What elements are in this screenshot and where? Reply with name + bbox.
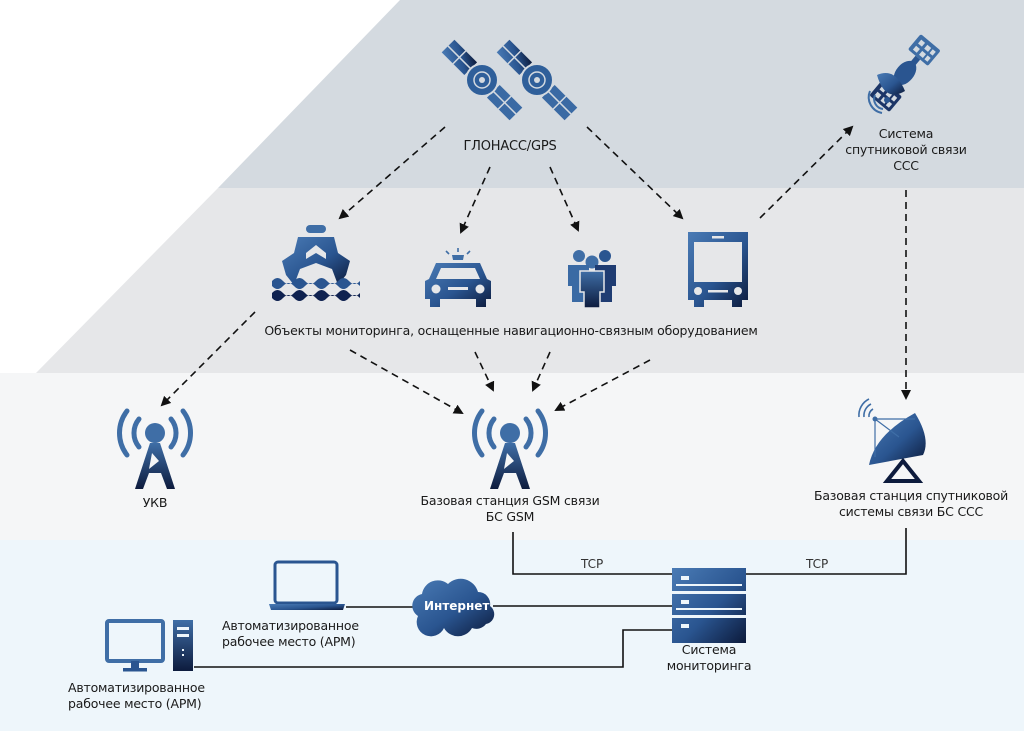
ssc-label-line-3: ССС	[893, 158, 919, 173]
people-group-icon	[568, 250, 616, 309]
arrow-objects-to-gsm-4	[554, 359, 651, 411]
arrow-bus-to-ssc	[759, 125, 854, 219]
band-satellite	[218, 0, 1024, 188]
laptop-label-line-1: Автоматизированное	[222, 618, 359, 633]
ukv-label: УКВ	[142, 495, 168, 510]
ship-icon	[272, 225, 360, 301]
gsm-label-line-1: Базовая станция GSM связи	[420, 493, 600, 508]
internet-label: Интернет	[424, 599, 490, 613]
glonass-satellite-icon	[441, 39, 578, 121]
ssc-satellite-label: Система спутниковой связи ССС	[838, 126, 974, 174]
wired-links	[194, 528, 907, 668]
ssc-label-line-2: спутниковой связи	[845, 142, 967, 157]
tcp-label-right: TCP	[806, 557, 829, 571]
arrow-objects-to-gsm-1	[349, 349, 464, 414]
desktop-computer-icon	[105, 619, 193, 672]
monitoring-objects-caption: Объекты мониторинга, оснащенные навигаци…	[264, 323, 758, 338]
gsm-tower-icon	[472, 408, 548, 489]
tcp-label-left: TCP	[581, 557, 604, 571]
laptop-label-line-2: рабочее место (АРМ)	[222, 634, 356, 649]
arrow-glonass-to-bus	[586, 126, 684, 220]
ssc-base-station-label: Базовая станция спутниковой системы связ…	[798, 488, 1024, 520]
desktop-label: Автоматизированное рабочее место (АРМ)	[68, 680, 238, 712]
internet-cloud-icon	[412, 578, 495, 637]
ssc-label-line-1: Система	[878, 126, 934, 141]
laptop-label: Автоматизированное рабочее место (АРМ)	[222, 618, 392, 650]
glonass-gps-label: ГЛОНАСС/GPS	[463, 139, 557, 154]
satellite-dish-icon	[858, 398, 926, 483]
police-car-icon	[425, 248, 491, 307]
desktop-label-line-2: рабочее место (АРМ)	[68, 696, 202, 711]
arrow-ship-to-ukv	[160, 311, 256, 407]
link-ssc-base-to-server	[746, 528, 907, 575]
arrow-objects-to-gsm-3	[531, 351, 551, 392]
band-monitoring	[0, 540, 1024, 731]
server-icon	[672, 568, 746, 643]
band-objects	[36, 188, 1024, 373]
communication-satellite-icon	[867, 34, 940, 114]
link-desktop-to-server	[194, 629, 672, 668]
server-label-line-2: мониторинга	[666, 658, 752, 673]
server-label: Система мониторинга	[649, 642, 769, 674]
gsm-station-label: Базовая станция GSM связи БС GSM	[410, 493, 610, 525]
laptop-icon	[269, 560, 345, 610]
ssc-base-label-line-1: Базовая станция спутниковой	[813, 488, 1009, 503]
gsm-label-line-2: БС GSM	[485, 509, 535, 524]
link-gsm-to-server	[512, 532, 672, 575]
server-label-line-1: Система	[681, 642, 737, 657]
bus-icon	[688, 232, 748, 307]
ukv-tower-icon	[117, 408, 193, 489]
ssc-base-label-line-2: системы связи БС ССС	[838, 504, 984, 519]
desktop-label-line-1: Автоматизированное	[68, 680, 205, 695]
signal-arrows	[160, 125, 911, 414]
